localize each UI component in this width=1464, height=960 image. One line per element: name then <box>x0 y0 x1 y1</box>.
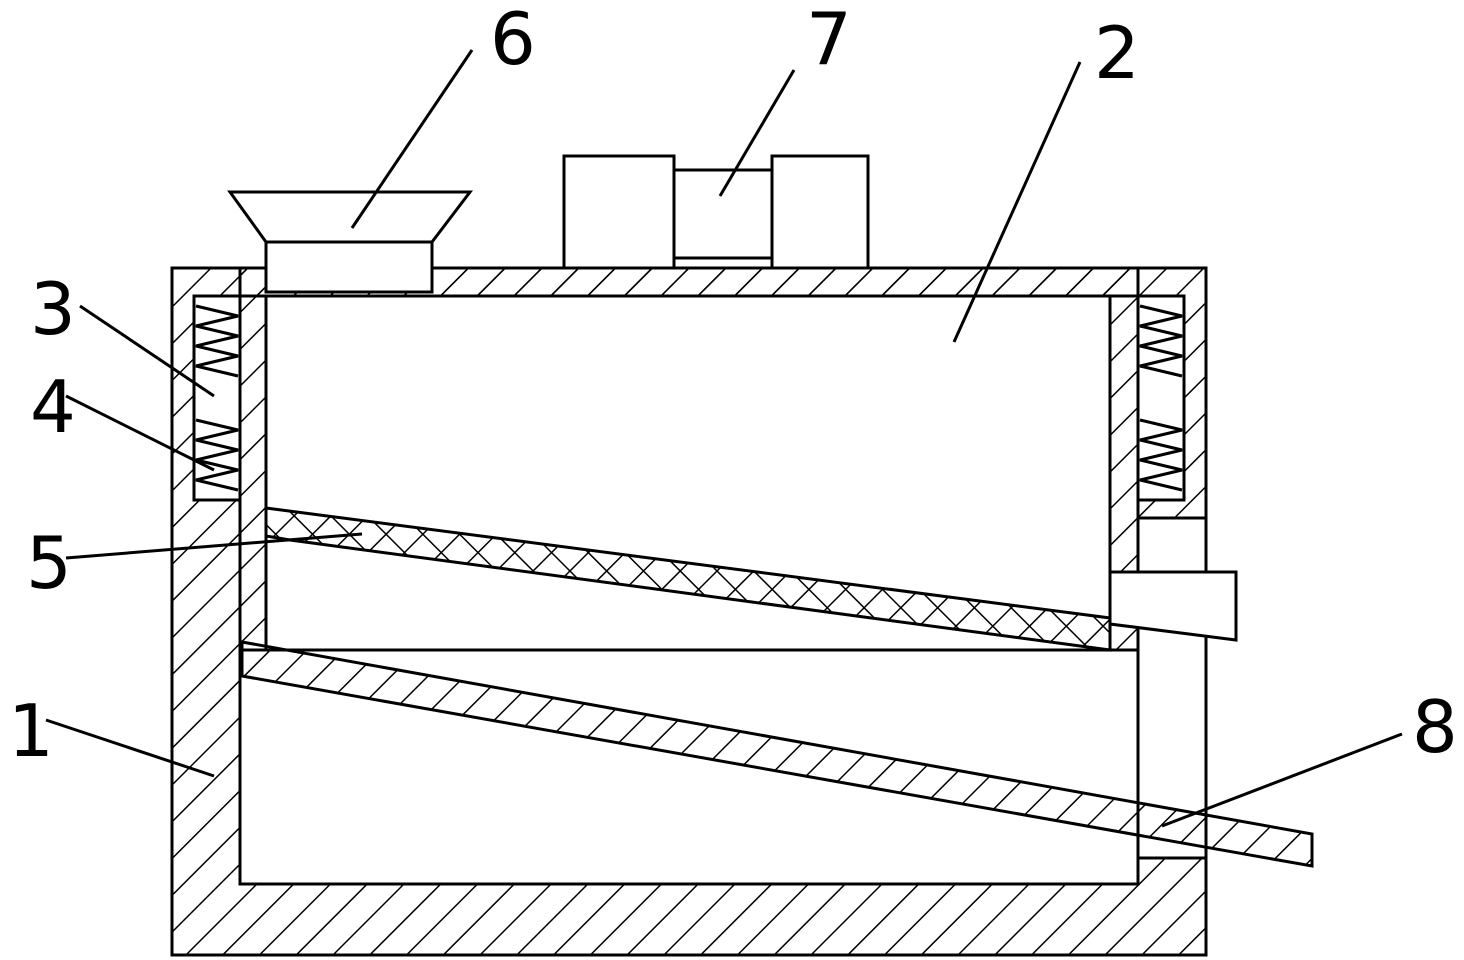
motor-right-block <box>770 154 870 270</box>
leader-line-7 <box>718 69 796 197</box>
leader-line-2 <box>952 61 1082 343</box>
leader-line-5 <box>65 532 363 560</box>
screen-mesh <box>264 506 1112 652</box>
label-6: 6 <box>490 0 536 81</box>
left-spring-lower <box>195 418 239 492</box>
label-3: 3 <box>30 267 76 351</box>
discharge-plate <box>240 640 1314 868</box>
right-spring-upper <box>1139 304 1183 378</box>
leader-line-4 <box>65 394 215 472</box>
left-spring-upper <box>195 304 239 378</box>
leader-line-1 <box>45 718 215 778</box>
screen-outlet-chute <box>1108 570 1238 642</box>
motor-left-block <box>562 154 676 270</box>
label-1: 1 <box>8 689 54 773</box>
feed-hopper-neck <box>264 240 434 294</box>
label-2: 2 <box>1094 11 1140 95</box>
leader-line-6 <box>350 49 474 229</box>
right-spring-lower <box>1139 418 1183 492</box>
label-8: 8 <box>1412 685 1458 769</box>
motor-coupling <box>672 168 774 260</box>
label-5: 5 <box>26 521 72 605</box>
leader-line-3 <box>79 304 215 398</box>
label-4: 4 <box>30 365 76 449</box>
inner-box-chamber <box>264 294 1112 652</box>
feed-hopper-funnel <box>227 190 474 244</box>
leader-line-8 <box>1161 732 1403 828</box>
label-7: 7 <box>806 0 852 81</box>
